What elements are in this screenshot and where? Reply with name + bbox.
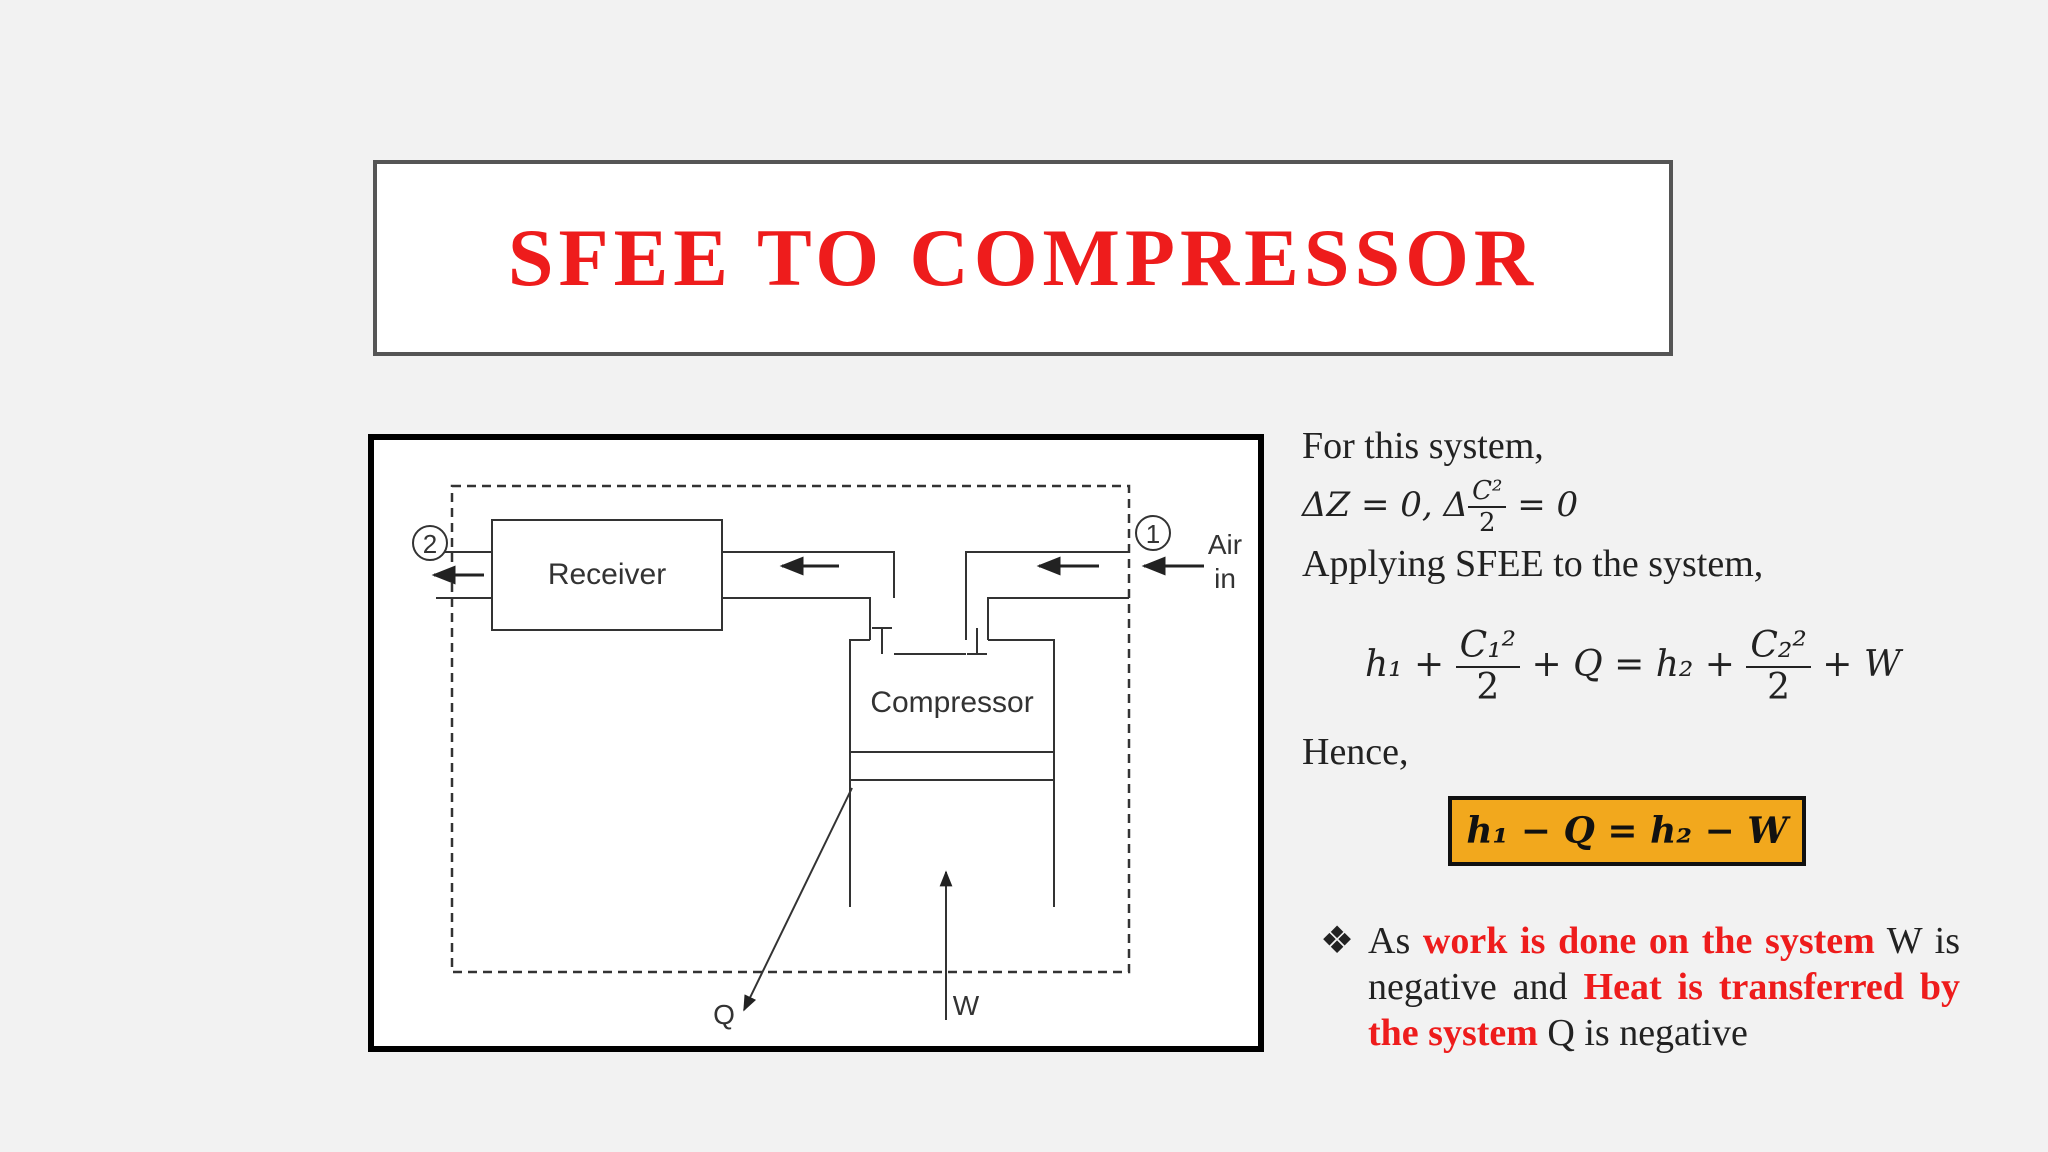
result-equation: h₁ − Q = h₂ − W: [1466, 810, 1788, 852]
work-label: W: [953, 990, 980, 1021]
state-2-marker: [412, 525, 448, 561]
bullet-part-1: As: [1368, 920, 1423, 962]
bullet-note: ❖ As work is done on the system W is neg…: [1320, 918, 1960, 1056]
air-in-label-line1: Air: [1208, 529, 1242, 560]
state-1-label: 1: [1146, 519, 1160, 549]
kinetic-fraction-num: C²: [1468, 478, 1507, 508]
diamond-bullet-icon: ❖: [1320, 920, 1355, 962]
piston: [849, 751, 1055, 781]
air-in-label-line2: in: [1214, 563, 1236, 594]
bullet-part-3: Q is negative: [1537, 1012, 1748, 1054]
eq-frac-1-num: C₁²: [1455, 628, 1521, 668]
heat-arrow: [743, 787, 853, 1012]
heat-label: Q: [713, 999, 735, 1030]
conditions-tail: = 0: [1506, 485, 1579, 525]
state-2-label: 2: [423, 529, 437, 559]
result-equation-box: h₁ − Q = h₂ − W: [1448, 796, 1806, 866]
compressor-cylinder: [849, 639, 870, 907]
eq-mid: + Q = h₂ +: [1520, 644, 1747, 685]
bullet-highlight-heat: Heat is transferred by the system: [1368, 966, 1960, 1054]
state-1-marker: [1135, 515, 1171, 551]
hence-text: Hence,: [1302, 731, 1409, 773]
receiver-label: Receiver: [548, 558, 666, 591]
intro-text: For this system,: [1302, 425, 1544, 467]
eq-frac-2-num: C₂²: [1746, 628, 1811, 668]
eq-lhs: h₁ +: [1365, 644, 1456, 685]
applying-text: Applying SFEE to the system,: [1302, 543, 1764, 585]
bullet-highlight-work: work is done on the system: [1422, 920, 1875, 962]
system-boundary: [450, 484, 1131, 974]
conditions-dz: ΔZ = 0, Δ: [1302, 485, 1469, 525]
bullet-part-2: W is negative and: [1368, 920, 1960, 1008]
receiver-box: [491, 519, 723, 631]
diagram-canvas: Receiver 2 Compressor: [412, 484, 1242, 1030]
eq-frac-1-den: 2: [1476, 667, 1500, 708]
eq-end: + W: [1810, 644, 1901, 685]
compressor-diagram: Receiver 2 Compressor: [368, 434, 1264, 1052]
eq-frac-2-den: 2: [1767, 667, 1791, 708]
compressor-label: Compressor: [870, 686, 1033, 719]
slide-title: SFEE TO COMPRESSOR: [507, 212, 1539, 303]
kinetic-fraction-den: 2: [1478, 508, 1496, 538]
title-box: SFEE TO COMPRESSOR: [373, 160, 1673, 356]
bullet-text: As work is done on the system W is negat…: [1368, 918, 1960, 1056]
